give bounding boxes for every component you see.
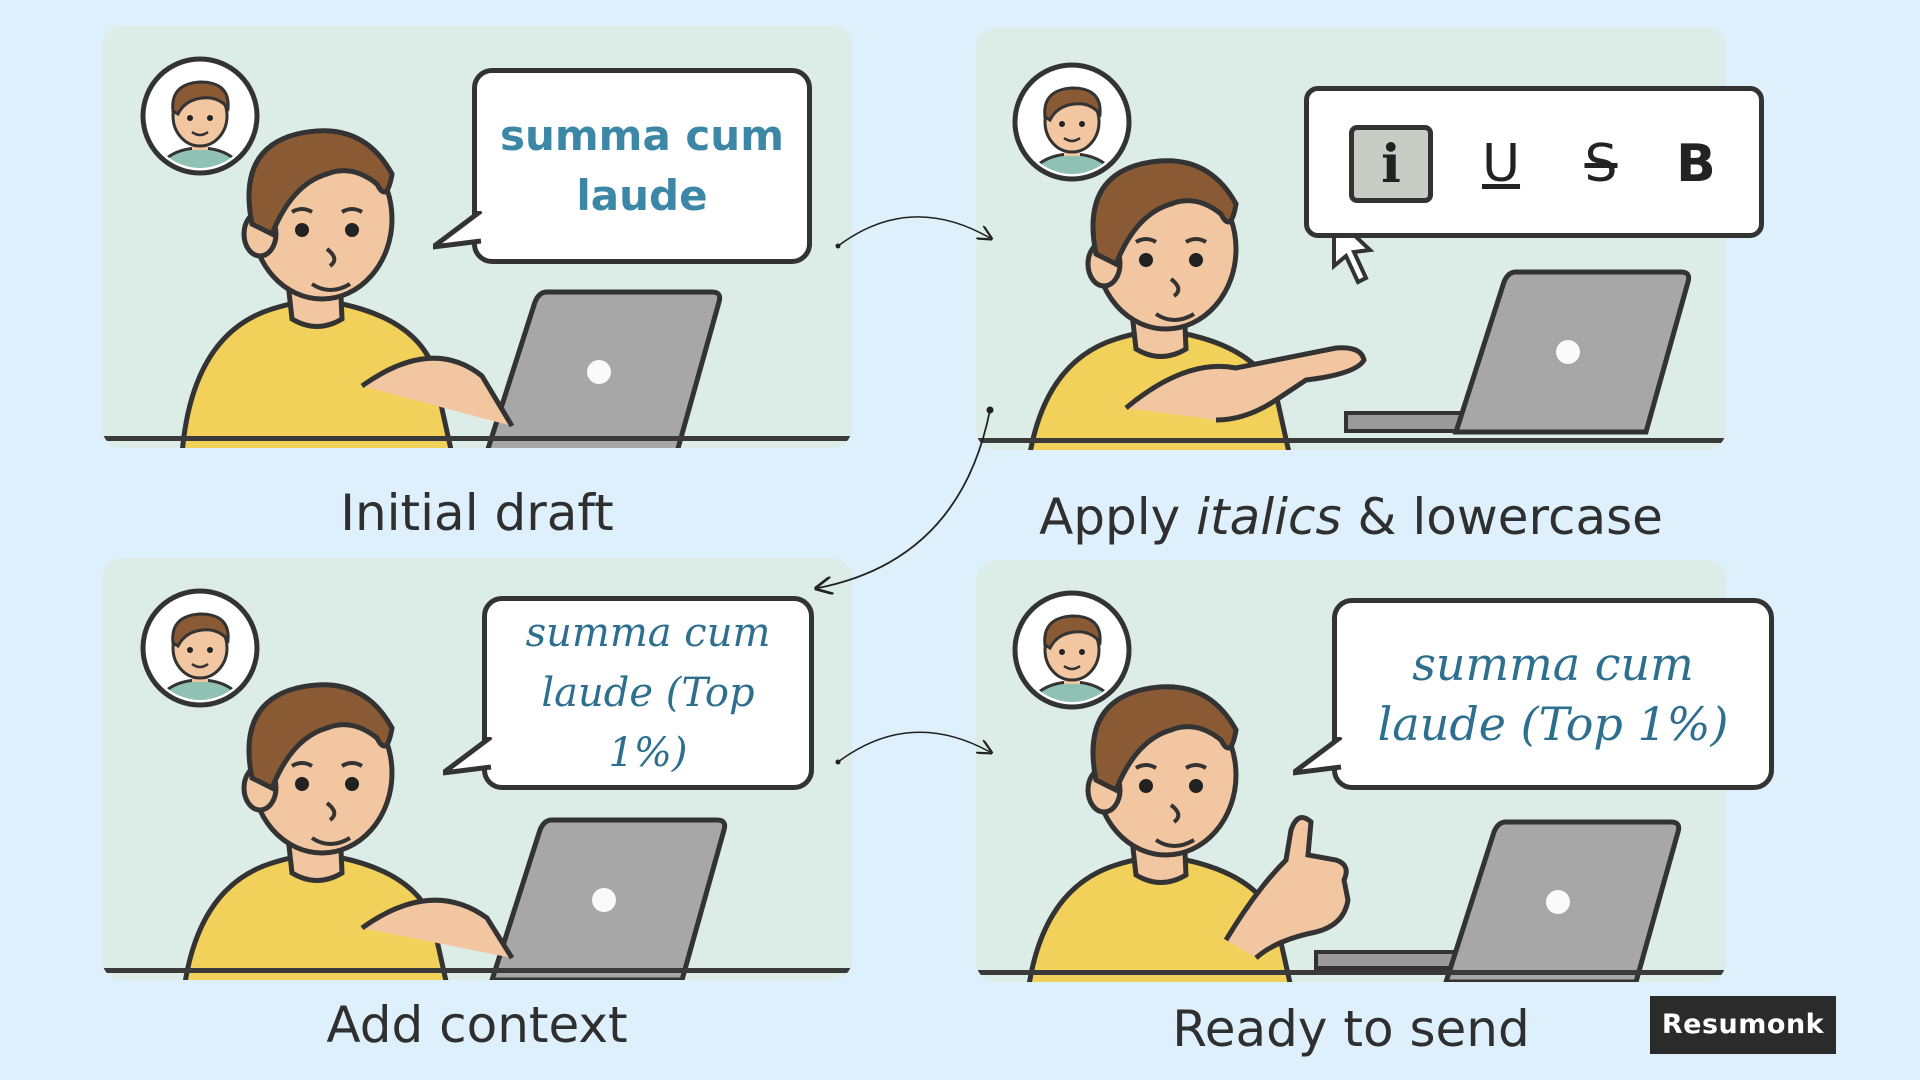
thumbs-up-icon (1223, 815, 1351, 960)
arrow-2-to-3 (818, 409, 991, 588)
caption: Add context (326, 996, 628, 1054)
underline-button[interactable]: U (1481, 134, 1521, 194)
pointing-hand (1124, 345, 1367, 423)
bold-button[interactable]: B (1676, 134, 1716, 194)
floor-line (976, 970, 1726, 975)
bubble-tail (1293, 737, 1343, 776)
floor-line (976, 438, 1726, 443)
strikethrough-button[interactable]: S (1584, 134, 1618, 194)
caption: Ready to send (1172, 1000, 1530, 1058)
floor-line (102, 968, 852, 973)
bubble-text: summa cum laude (500, 111, 784, 220)
illustration (102, 26, 852, 448)
speech-bubble: summa cum laude (Top 1%) (1293, 598, 1774, 790)
brand-logo: Resumonk (1650, 996, 1836, 1054)
caption: Initial draft (340, 484, 614, 542)
illustration (102, 558, 852, 980)
italic-button[interactable]: i (1349, 125, 1433, 203)
bubble-tail (443, 737, 493, 776)
bubble-text: summa cum laude (Top 1%) (525, 610, 771, 776)
bubble-tail (433, 211, 483, 250)
speech-bubble: summa cum laude (Top 1%) (443, 596, 814, 790)
caption-part: Apply (1039, 488, 1197, 546)
illustration (976, 560, 1726, 982)
formatting-toolbar: i U S B (1304, 86, 1764, 238)
floor-line (102, 436, 852, 441)
caption: Apply italics & lowercase (976, 488, 1726, 546)
speech-bubble: summa cum laude (433, 68, 812, 264)
caption-part: & lowercase (1341, 488, 1663, 546)
arrow-1-to-2 (837, 216, 990, 247)
bubble-text: summa cum laude (Top 1%) (1377, 637, 1729, 751)
caption-italic-word: italics (1196, 488, 1342, 546)
arrow-3-to-4 (837, 731, 990, 763)
